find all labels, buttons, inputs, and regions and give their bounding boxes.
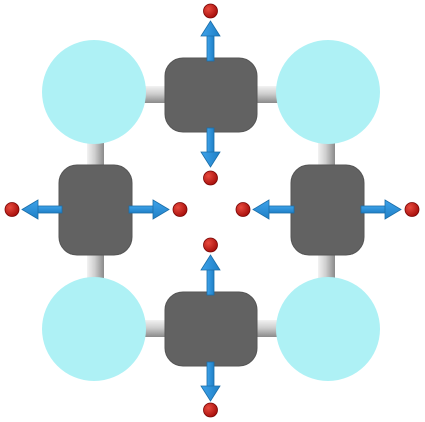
- arrow-down-icon: [200, 127, 221, 168]
- endpoint-dots: [4, 3, 420, 418]
- dot-right-outer: [404, 202, 420, 217]
- dot-left-outer: [4, 202, 20, 217]
- connector-bottom-left: [140, 320, 170, 337]
- arrows: [21, 20, 402, 402]
- link-bottom: [164, 291, 258, 367]
- arrow-up-icon: [200, 20, 221, 62]
- connector-left-bottom: [87, 250, 104, 285]
- arrow-right-icon: [360, 199, 402, 220]
- arrow-left-icon: [21, 199, 63, 220]
- arrow-left-icon: [252, 199, 295, 220]
- nodes: [42, 40, 380, 381]
- connectors: [87, 86, 335, 337]
- node-top-right: [276, 40, 380, 144]
- dot-top-inner: [203, 170, 218, 186]
- dot-top-outer: [203, 3, 218, 19]
- link-left: [58, 164, 133, 256]
- arrow-up-icon: [200, 254, 221, 296]
- connector-right-bottom: [318, 250, 335, 285]
- arrow-right-icon: [128, 199, 170, 220]
- connector-left-top: [87, 140, 104, 170]
- node-bottom-right: [276, 277, 380, 381]
- arrow-down-icon: [200, 361, 221, 402]
- node-top-left: [42, 40, 146, 144]
- dot-right-inner: [235, 202, 251, 217]
- link-right: [290, 164, 365, 256]
- connector-top-left: [140, 86, 170, 103]
- node-bottom-left: [42, 277, 146, 381]
- dot-left-inner: [172, 202, 188, 217]
- dot-bottom-inner: [203, 237, 218, 253]
- dot-bottom-outer: [203, 402, 218, 418]
- connector-right-top: [318, 140, 335, 170]
- link-top: [164, 57, 258, 133]
